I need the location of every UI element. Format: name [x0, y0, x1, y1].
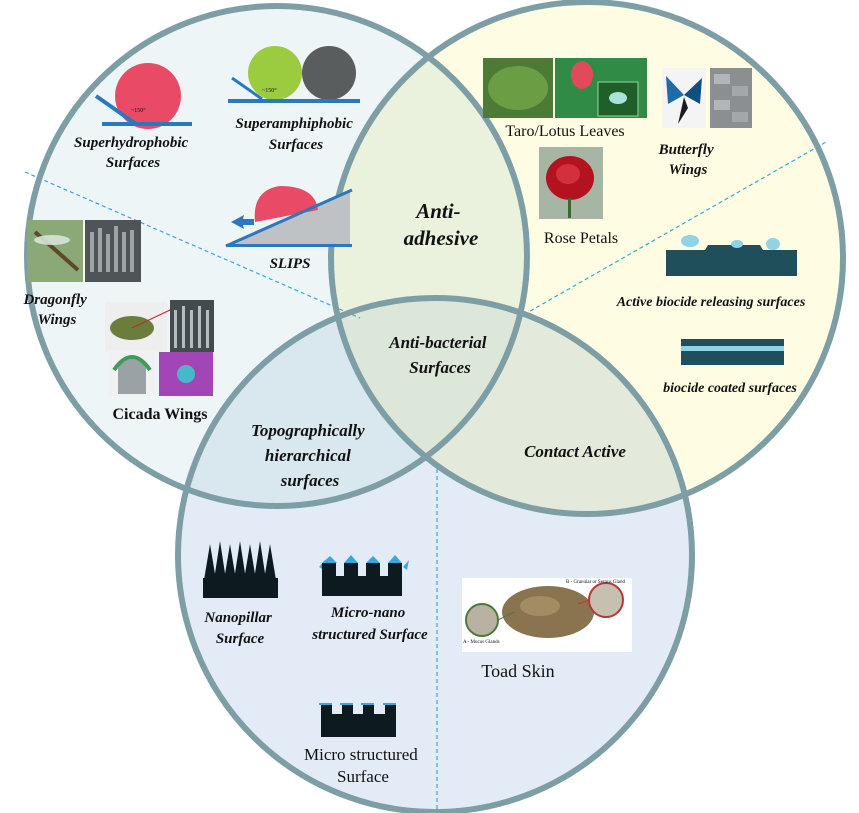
biocide-coated-label: biocide coated surfaces	[663, 381, 797, 396]
svg-text:~150°: ~150°	[131, 107, 146, 114]
dashed-line-right	[517, 141, 827, 319]
intersection-right-bottom	[331, 298, 692, 514]
circle-right-outline	[328, 0, 846, 517]
svg-text:A - Mucus Glands: A - Mucus Glands	[463, 640, 500, 645]
butterfly-photo	[662, 68, 752, 128]
superhydrophobic-label: Superhydrophobic Surfaces	[74, 135, 192, 171]
anti-adhesive-label: Anti- adhesive	[404, 199, 479, 250]
butterfly-label: Butterfly Wings	[658, 142, 718, 178]
svg-text:B - Granular or Serous Gland: B - Granular or Serous Gland	[566, 580, 626, 585]
toad-skin-photo: B - Granular or Serous Gland A - Mucus G…	[462, 578, 632, 652]
cicada-photo	[105, 300, 214, 396]
topographically-label: Topographically hierarchical surfaces	[251, 421, 369, 490]
superamphiphobic-icon: ~150°	[228, 46, 360, 103]
slips-label: SLIPS	[270, 256, 311, 272]
intersection-left-bottom	[178, 298, 527, 506]
micro-structured-label: Micro structured Surface	[304, 745, 422, 786]
biocide-coated-icon	[681, 339, 784, 365]
slips-icon	[225, 186, 353, 248]
rose-petals-label: Rose Petals	[544, 230, 618, 247]
micro-structured-icon	[319, 703, 396, 737]
superhydrophobic-icon: ~150°	[94, 63, 192, 129]
nanopillar-icon	[203, 541, 278, 598]
dragonfly-photo	[27, 220, 141, 282]
taro-lotus-photo	[483, 58, 647, 118]
active-biocide-label: Active biocide releasing surfaces	[616, 295, 806, 310]
anti-bacterial-label: Anti-bacterial Surfaces	[388, 333, 491, 377]
active-biocide-icon	[666, 235, 797, 276]
dragonfly-label: Dragonfly Wings	[22, 292, 90, 328]
superamphiphobic-label: Superamphiphobic Surfaces	[235, 116, 356, 153]
toad-skin-label: Toad Skin	[481, 661, 554, 681]
dashed-line-left	[24, 171, 361, 319]
micro-nano-label: Micro-nano structured Surface	[311, 605, 428, 643]
nanopillar-label: Nanopillar Surface	[203, 610, 275, 647]
rose-photo	[539, 147, 603, 219]
cicada-label: Cicada Wings	[113, 406, 208, 423]
taro-lotus-label: Taro/Lotus Leaves	[505, 123, 624, 140]
micro-nano-icon	[319, 555, 409, 596]
svg-text:~150°: ~150°	[262, 87, 277, 94]
contact-active-label: Contact Active	[524, 442, 626, 461]
circle-bottom-outline	[175, 295, 695, 813]
